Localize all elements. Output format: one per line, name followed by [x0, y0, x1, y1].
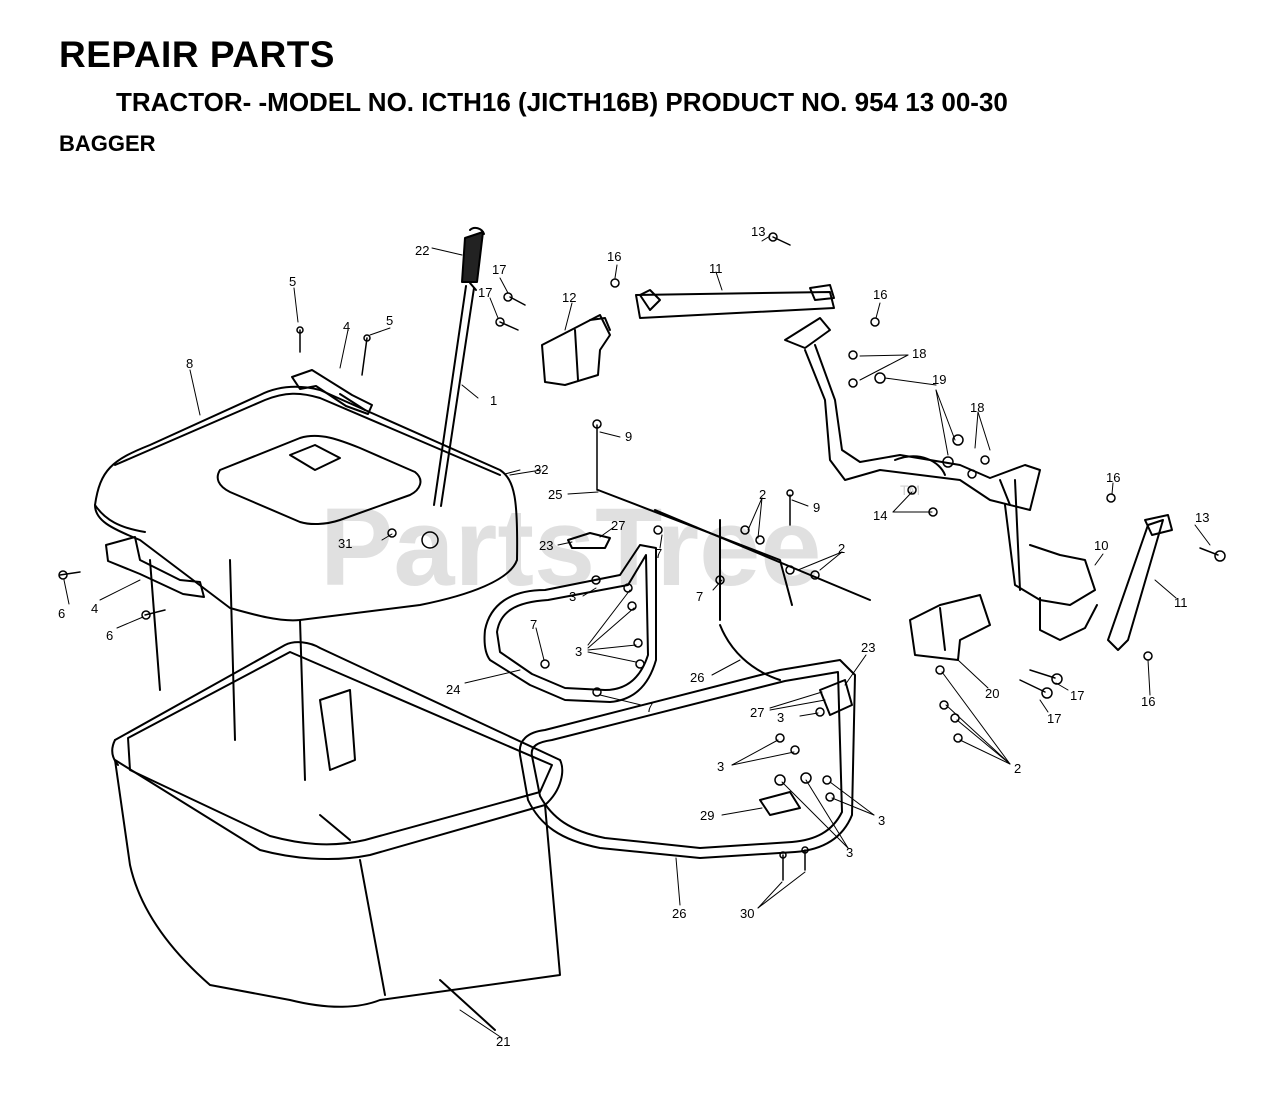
callout-13: 13 — [1195, 510, 1209, 525]
callout-26: 26 — [672, 906, 686, 921]
callout-16: 16 — [873, 287, 887, 302]
callout-17: 17 — [492, 262, 506, 277]
callout-3: 3 — [777, 710, 784, 725]
callout-2: 2 — [1014, 761, 1021, 776]
lid-bracket-side — [105, 536, 205, 598]
mount-plate — [759, 791, 801, 816]
bag — [111, 559, 564, 1031]
callout-17: 17 — [478, 285, 492, 300]
hardware-fasteners — [58, 232, 1226, 881]
model-subtitle: TRACTOR- -MODEL NO. ICTH16 (JICTH16B) PR… — [116, 87, 1008, 117]
frame-tube-bottom — [518, 659, 856, 859]
callout-2: 2 — [838, 541, 845, 556]
callout-17: 17 — [1070, 688, 1084, 703]
clip-bracket-left — [567, 532, 611, 549]
callout-3: 3 — [878, 813, 885, 828]
callout-12: 12 — [562, 290, 576, 305]
callout-9: 9 — [625, 429, 632, 444]
callout-8: 8 — [186, 356, 193, 371]
callout-27: 27 — [750, 705, 764, 720]
callout-21: 21 — [496, 1034, 510, 1049]
handle-rod — [433, 282, 477, 507]
callout-14: 14 — [873, 508, 887, 523]
handle-grip — [461, 226, 485, 283]
callout-7: 7 — [655, 546, 662, 561]
bagger-lid — [94, 385, 519, 622]
callout-16: 16 — [1141, 694, 1155, 709]
callout-4: 4 — [343, 319, 350, 334]
clip-bracket-right — [819, 679, 853, 716]
callout-28: 22 — [415, 243, 429, 258]
callout-1: 1 — [490, 393, 497, 408]
callout-3: 3 — [575, 644, 582, 659]
callout-24: 25 — [548, 487, 562, 502]
callout-18: 18 — [970, 400, 984, 415]
callout-5: 5 — [386, 313, 393, 328]
callout-18: 18 — [912, 346, 926, 361]
callout-7: 7 — [530, 617, 537, 632]
section-title: BAGGER — [59, 131, 156, 156]
bagger-frame — [784, 317, 1098, 641]
mount-strap-upper — [635, 284, 835, 319]
callout-13: 13 — [751, 224, 765, 239]
callout-17: 17 — [1047, 711, 1061, 726]
callout-11: 11 — [1174, 595, 1188, 610]
callout-22: 23 — [539, 538, 553, 553]
callout-11: 11 — [709, 261, 723, 276]
hinge-bracket-upper — [541, 314, 611, 386]
callout-16: 16 — [1106, 470, 1120, 485]
callout-3: 3 — [717, 759, 724, 774]
callout-6: 6 — [58, 606, 65, 621]
callout-19: 19 — [932, 372, 946, 387]
callout-9: 9 — [813, 500, 820, 515]
callout-2: 2 — [759, 487, 766, 502]
callout-25: 26 — [690, 670, 704, 685]
callout-29: 29 — [700, 808, 714, 823]
callout-20: 20 — [985, 686, 999, 701]
support-bar — [597, 489, 871, 681]
frame-tube-left — [483, 544, 657, 703]
callout-10: 10 — [1094, 538, 1108, 553]
leader-lines — [63, 235, 1211, 1039]
callout-7: 7 — [696, 589, 703, 604]
hinge-bracket-lower — [909, 594, 991, 661]
callout-5: 5 — [289, 274, 296, 289]
callout-3: 3 — [846, 845, 853, 860]
callout-30: 30 — [740, 906, 754, 921]
callout-3: 3 — [569, 589, 576, 604]
callout-16: 16 — [607, 249, 621, 264]
callout-22: 23 — [861, 640, 875, 655]
lid-bracket-top — [291, 369, 373, 415]
callout-31: 31 — [338, 536, 352, 551]
watermark-mark: TM — [900, 482, 920, 498]
callout-labels: 22 1 5 5 4 8 17 17 12 16 11 13 16 18 19 … — [58, 224, 1209, 1049]
callout-23: 24 — [446, 682, 460, 697]
callout-4: 4 — [91, 601, 98, 616]
mount-strap-right — [1107, 514, 1173, 651]
callout-32: 32 — [534, 462, 548, 477]
callout-6: 6 — [106, 628, 113, 643]
callout-7: 7 — [646, 700, 653, 715]
callout-27: 27 — [611, 518, 625, 533]
page-title: REPAIR PARTS — [59, 34, 335, 75]
